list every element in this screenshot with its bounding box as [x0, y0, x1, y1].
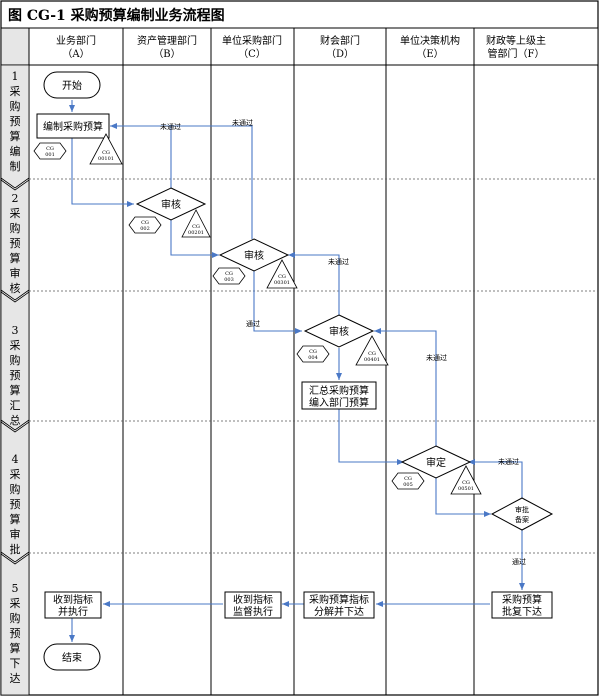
phase-column [0, 64, 30, 696]
svg-text:业务部门: 业务部门 [56, 34, 96, 47]
svg-text:审核: 审核 [244, 249, 264, 262]
diagram-title: 图 CG-1 采购预算编制业务流程图 [8, 7, 225, 24]
svg-text:（D）: （D） [326, 48, 354, 60]
edge-label-f-fail: 未通过 [498, 457, 519, 466]
review-b-diamond: 审核 [135, 187, 207, 221]
svg-text:审批: 审批 [515, 505, 529, 514]
summary-node: 汇总采购预算 编入部门预算 [301, 381, 377, 410]
edge-label-e-fail: 未通过 [426, 353, 447, 362]
column-header-f: 财政等上级主 管部门（F） [486, 34, 546, 60]
svg-text:汇总采购预算: 汇总采购预算 [309, 384, 369, 397]
svg-text:审核: 审核 [329, 325, 349, 338]
decompose-node: 采购预算指标 分解并下达 [303, 591, 375, 619]
edge-label-c-pass: 通过 [246, 319, 260, 328]
svg-text:分解并下达: 分解并下达 [314, 605, 364, 618]
approve-f-diamond: 审批 备案 [490, 497, 554, 531]
svg-text:单位决策机构: 单位决策机构 [400, 34, 460, 47]
edge-label-c-fail: 未通过 [232, 118, 253, 127]
prepare-budget-node: 编制采购预算 [36, 113, 110, 139]
svg-text:单位采购部门: 单位采购部门 [222, 34, 282, 47]
connectors [69, 100, 525, 642]
column-header-b: 资产管理部门 （B） [137, 34, 197, 60]
corner-cell [0, 27, 30, 66]
svg-text:资产管理部门: 资产管理部门 [137, 34, 197, 47]
svg-text:财政等上级主: 财政等上级主 [486, 34, 546, 47]
svg-text:（A）: （A） [62, 48, 89, 60]
decide-e-diamond: 审定 [400, 445, 472, 479]
svg-text:采购预算: 采购预算 [502, 593, 542, 606]
svg-text:结束: 结束 [62, 651, 82, 664]
svg-text:编入部门预算: 编入部门预算 [309, 396, 369, 409]
execute-node: 收到指标 并执行 [44, 591, 102, 619]
svg-text:监督执行: 监督执行 [233, 605, 273, 618]
svg-text:并执行: 并执行 [58, 605, 88, 618]
svg-text:收到指标: 收到指标 [53, 593, 93, 606]
header-row [0, 27, 599, 66]
svg-text:备案: 备案 [515, 515, 529, 524]
svg-text:审定: 审定 [426, 456, 446, 469]
svg-text:编制采购预算: 编制采购预算 [43, 120, 103, 133]
review-d-diamond: 审核 [303, 314, 375, 348]
column-header-c: 单位采购部门 （C） [222, 34, 282, 60]
column-header-d: 财会部门 （D） [320, 34, 360, 60]
review-c-diamond: 审核 [218, 238, 290, 272]
svg-text:审核: 审核 [161, 198, 181, 211]
issue-node: 采购预算 批复下达 [491, 591, 553, 619]
svg-text:采购预算指标: 采购预算指标 [309, 593, 369, 606]
svg-text:（C）: （C） [238, 48, 266, 60]
edge-label-f-pass: 通过 [512, 557, 526, 566]
start-node: 开始 [43, 71, 101, 99]
svg-text:管部门（F）: 管部门（F） [488, 47, 545, 60]
supervise-node: 收到指标 监督执行 [224, 591, 282, 619]
svg-text:开始: 开始 [62, 79, 82, 92]
column-header-a: 业务部门 （A） [56, 34, 96, 60]
column-header-e: 单位决策机构 （E） [400, 34, 460, 60]
svg-text:批复下达: 批复下达 [502, 605, 542, 618]
edge-label-b-fail: 未通过 [160, 122, 181, 131]
svg-text:（E）: （E） [416, 48, 443, 60]
end-node: 结束 [43, 643, 101, 671]
phase-dividers [29, 178, 598, 554]
edge-label-d-fail: 未通过 [328, 257, 349, 266]
svg-text:收到指标: 收到指标 [233, 593, 273, 606]
svg-text:财会部门: 财会部门 [320, 34, 360, 47]
svg-text:（B）: （B） [153, 48, 180, 60]
